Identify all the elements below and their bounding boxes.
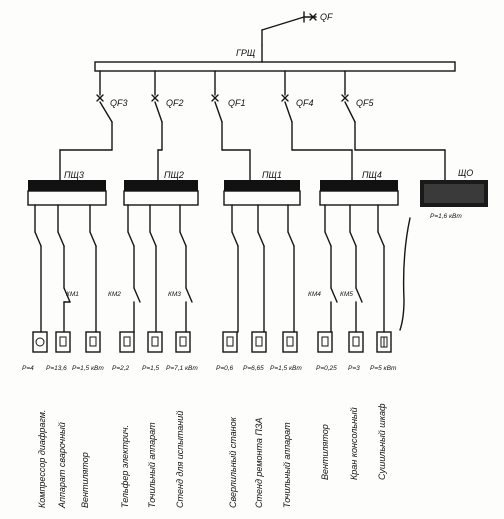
- load-name: Сверлильный станок: [228, 416, 238, 508]
- load-power: P=5 кВт: [370, 365, 397, 372]
- main-breaker: QF: [261, 11, 333, 46]
- load-name: Кран консольный: [349, 407, 359, 480]
- load-name: Точильный аппарат: [147, 422, 157, 508]
- branch-1: [32, 204, 48, 353]
- feeder-breaker-1: QF3: [96, 70, 128, 151]
- load-power: P=0,25: [316, 365, 337, 372]
- contactor-label: КМ2: [108, 291, 121, 298]
- panel-label: ПЩ2: [164, 170, 184, 180]
- panel-label: ПЩ3: [64, 170, 84, 180]
- branch-2: КМ1: [55, 204, 79, 353]
- branch-3: [85, 204, 101, 353]
- load-power: P=3: [348, 365, 360, 372]
- load-power-labels: P=4 P=13,6 P=1,5 кВт P=2,2 P=1,5 P=7,1 к…: [22, 365, 397, 372]
- contactor-label: КМ4: [308, 291, 321, 298]
- branch-9: [282, 204, 298, 353]
- branch-11: КМ5: [340, 204, 364, 353]
- panel-shcho: ЩО P=1,6 кВт: [420, 168, 488, 220]
- feeder-breaker-4: QF4: [281, 70, 314, 151]
- branch-12: [376, 204, 392, 353]
- branch-10: КМ4: [308, 204, 338, 353]
- load-power: P=1,5: [142, 365, 160, 372]
- load-power: P=7,1 кВт: [166, 365, 198, 372]
- main-bus: ГРЩ: [94, 44, 456, 72]
- branch-8: [251, 204, 267, 353]
- panel-pshch4: ПЩ4: [291, 149, 399, 206]
- load-name: Вентилятор: [320, 424, 330, 480]
- main-qf-label: QF: [320, 12, 333, 22]
- load-power: P=13,6: [46, 365, 67, 372]
- load-power: P=1,5 кВт: [72, 365, 104, 372]
- feeder-qf-label: QF3: [110, 98, 128, 108]
- load-name: Тельфер электрич.: [120, 425, 130, 508]
- feeder-breaker-2: QF2: [151, 70, 184, 151]
- contactor-label: КМ5: [340, 291, 353, 298]
- load-names: Компрессор диафрагм. Аппарат сварочный В…: [37, 403, 387, 509]
- load-power: P=2,2: [112, 365, 130, 372]
- feeder-qf-label: QF5: [356, 98, 374, 108]
- load-name: Точильный аппарат: [282, 422, 292, 508]
- load-name: Стенд для испытаний: [175, 411, 185, 508]
- panel-pshch3: ПЩ3: [27, 149, 113, 206]
- branch-5: [147, 204, 163, 353]
- panel-pshch1: ПЩ1: [221, 149, 301, 206]
- contactor-label: КМ3: [168, 291, 181, 298]
- lighting-feeder: [399, 217, 411, 331]
- load-name: Компрессор диафрагм.: [37, 410, 47, 508]
- panel-label: ПЩ1: [262, 170, 282, 180]
- load-name: Аппарат сварочный: [57, 422, 67, 509]
- feeder-qf-label: QF2: [166, 98, 184, 108]
- load-power: P=0,6: [216, 365, 234, 372]
- feeder-breaker-3: QF1: [211, 70, 246, 151]
- main-bus-label: ГРЩ: [236, 48, 256, 58]
- contactor-label: КМ1: [66, 291, 79, 298]
- panel-label: ЩО: [458, 168, 473, 178]
- panel-power: P=1,6 кВт: [430, 213, 462, 220]
- branch-6: КМ3: [168, 204, 193, 353]
- branch-7: [222, 204, 239, 353]
- load-name: Вентилятор: [80, 452, 90, 508]
- branch-4: КМ2: [108, 204, 141, 353]
- feeder-qf-label: QF4: [296, 98, 314, 108]
- load-power: P=1,5 кВт: [270, 365, 302, 372]
- load-name: Стенд ремонта ПЗА: [254, 418, 264, 508]
- panel-label: ПЩ4: [362, 170, 382, 180]
- load-power: P=6,65: [243, 365, 264, 372]
- panel-pshch2: ПЩ2: [123, 149, 199, 206]
- feeder-breaker-5: QF5: [341, 70, 446, 181]
- load-name: Сушильный шкаф: [377, 403, 387, 480]
- load-power: P=4: [22, 365, 34, 372]
- feeder-qf-label: QF1: [228, 98, 246, 108]
